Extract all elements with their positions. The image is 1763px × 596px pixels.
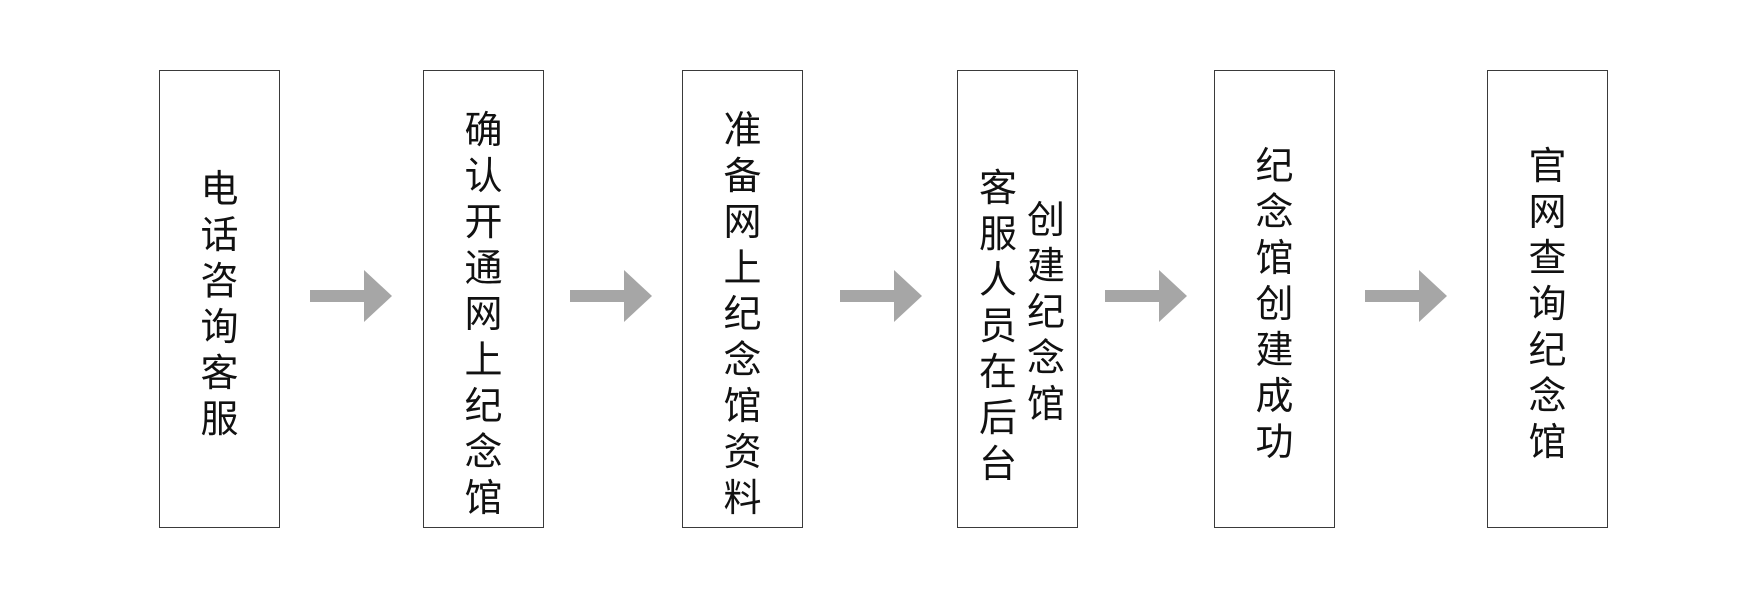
label-char: 官 [1528,144,1567,188]
label-char: 开 [464,200,503,244]
step-label-4-left: 客服人员在后台 [968,165,1028,487]
label-char: 念 [1528,374,1567,418]
label-char: 馆 [464,476,503,520]
label-char: 客 [200,351,239,395]
label-char: 在 [978,350,1017,394]
step-box-3: 准备网上纪念馆资料 [682,70,803,528]
label-char: 认 [464,154,503,198]
label-char: 网 [723,200,762,244]
label-char: 建 [1026,244,1065,288]
label-char: 念 [1026,336,1065,380]
label-char: 备 [723,154,762,198]
label-char: 咨 [200,259,239,303]
label-char: 网 [1528,190,1567,234]
label-char: 人 [978,258,1017,302]
label-char: 纪 [723,292,762,336]
label-char: 台 [978,442,1017,486]
step-box-6: 官网查询纪念馆 [1487,70,1608,528]
arrow-right-icon [310,270,392,322]
label-char: 馆 [1255,236,1294,280]
label-char: 询 [200,305,239,349]
label-char: 纪 [464,384,503,428]
label-char: 创 [1255,282,1294,326]
step-label-5: 纪念馆创建成功 [1215,143,1334,465]
label-char: 确 [464,108,503,152]
label-char: 话 [200,213,239,257]
label-char: 纪 [1255,144,1294,188]
label-char: 上 [464,338,503,382]
label-char: 馆 [1528,420,1567,464]
label-char: 网 [464,292,503,336]
label-char: 功 [1255,420,1294,464]
label-char: 后 [978,396,1017,440]
label-char: 询 [1528,282,1567,326]
step-label-1: 电话咨询客服 [160,166,279,442]
label-char: 员 [978,304,1017,348]
step-box-5: 纪念馆创建成功 [1214,70,1335,528]
step-box-1: 电话咨询客服 [159,70,280,528]
label-char: 客 [978,166,1017,210]
label-char: 通 [464,246,503,290]
step-box-4: 创建纪念馆 客服人员在后台 [957,70,1078,528]
label-char: 查 [1528,236,1567,280]
label-char: 服 [978,212,1017,256]
label-char: 馆 [1026,382,1065,426]
label-char: 电 [200,167,239,211]
arrow-right-icon [570,270,652,322]
arrow-right-icon [1365,270,1447,322]
label-char: 建 [1255,328,1294,372]
label-char: 成 [1255,374,1294,418]
label-char: 服 [200,397,239,441]
step-label-4-right: 创建纪念馆 [1016,197,1076,427]
arrow-right-icon [840,270,922,322]
label-char: 纪 [1528,328,1567,372]
label-char: 馆 [723,384,762,428]
label-char: 料 [723,476,762,520]
label-char: 资 [723,430,762,474]
label-char: 上 [723,246,762,290]
step-box-2: 确认开通网上纪念馆 [423,70,544,528]
label-char: 念 [464,430,503,474]
label-char: 念 [1255,190,1294,234]
step-label-2: 确认开通网上纪念馆 [424,107,543,521]
step-label-3: 准备网上纪念馆资料 [683,107,802,521]
label-char: 纪 [1026,290,1065,334]
arrow-right-icon [1105,270,1187,322]
label-char: 准 [723,108,762,152]
label-char: 念 [723,338,762,382]
step-label-6: 官网查询纪念馆 [1488,143,1607,465]
label-char: 创 [1026,198,1065,242]
